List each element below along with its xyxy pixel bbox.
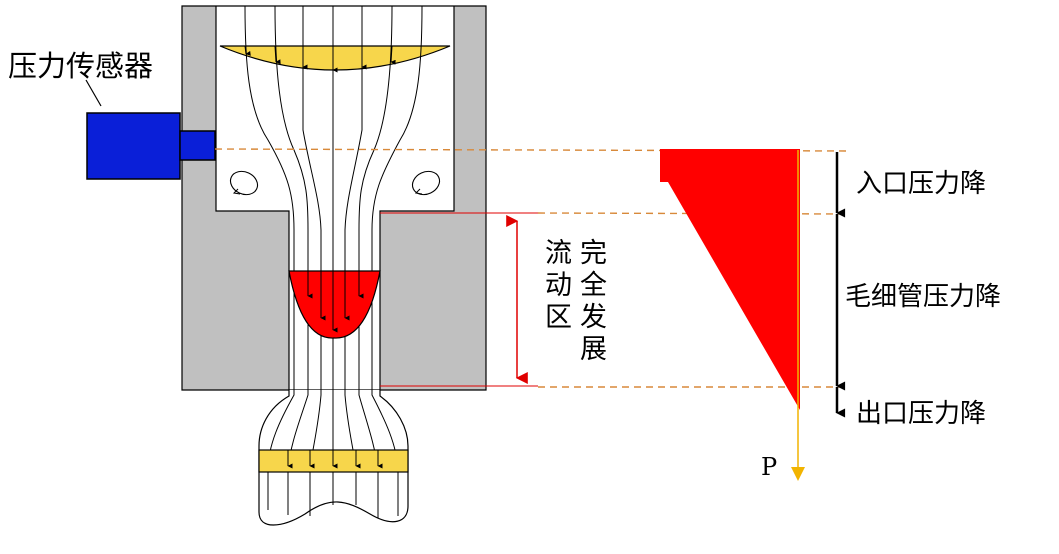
capillary-level-lines <box>380 212 538 387</box>
sensor-leader-line <box>85 79 102 107</box>
pressure-axis-label: P <box>761 453 777 481</box>
flow-zone-char: 动 <box>545 270 572 301</box>
velocity-profile-top <box>219 45 451 71</box>
flow-zone-char: 完 <box>580 238 607 269</box>
vortex-left <box>229 170 259 196</box>
velocity-profile-developed <box>288 270 381 339</box>
flow-zone-char: 流 <box>545 238 572 269</box>
flow-zone-char: 发 <box>580 302 607 333</box>
pressure-axis-arrowhead <box>791 467 805 481</box>
sensor-label: 压力传感器 <box>8 49 153 83</box>
flow-arrows-mid <box>307 271 364 333</box>
flow-arrows-top <box>244 45 396 73</box>
vortex-right <box>411 170 441 196</box>
entrance-drop-label: 入口压力降 <box>856 169 986 199</box>
pressure-profile <box>660 149 800 410</box>
pressure-sensor-probe <box>179 130 216 161</box>
pressure-sensor-body <box>86 112 181 180</box>
flow-zone-label: 流 动 区 完 全 发 展 <box>545 238 607 365</box>
exit-drop-label: 出口压力降 <box>856 399 986 429</box>
flow-arrows-exit <box>287 450 383 469</box>
flow-zone-char: 区 <box>545 302 572 333</box>
capillary-drop-label: 毛细管压力降 <box>845 282 1001 312</box>
flow-zone-char: 展 <box>580 334 607 365</box>
flow-zone-char: 全 <box>580 270 607 301</box>
